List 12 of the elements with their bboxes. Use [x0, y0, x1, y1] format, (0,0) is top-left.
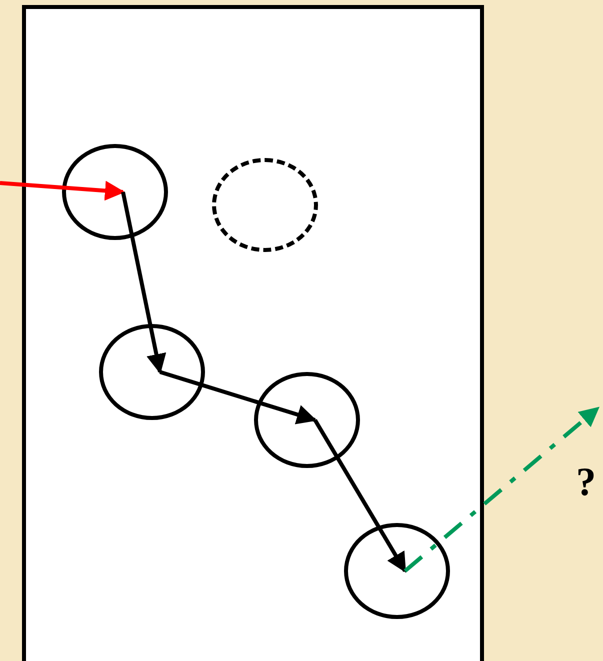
arrow [121, 192, 166, 374]
circle [344, 523, 450, 619]
circle [99, 324, 205, 420]
arrow [404, 406, 600, 573]
arrow [0, 180, 125, 201]
arrow [159, 370, 317, 424]
circle [254, 372, 360, 468]
frame-box [22, 5, 484, 661]
arrow [313, 418, 407, 573]
circle [62, 144, 168, 240]
question-mark-label: ? [576, 462, 596, 502]
dashed-circle [212, 158, 318, 252]
